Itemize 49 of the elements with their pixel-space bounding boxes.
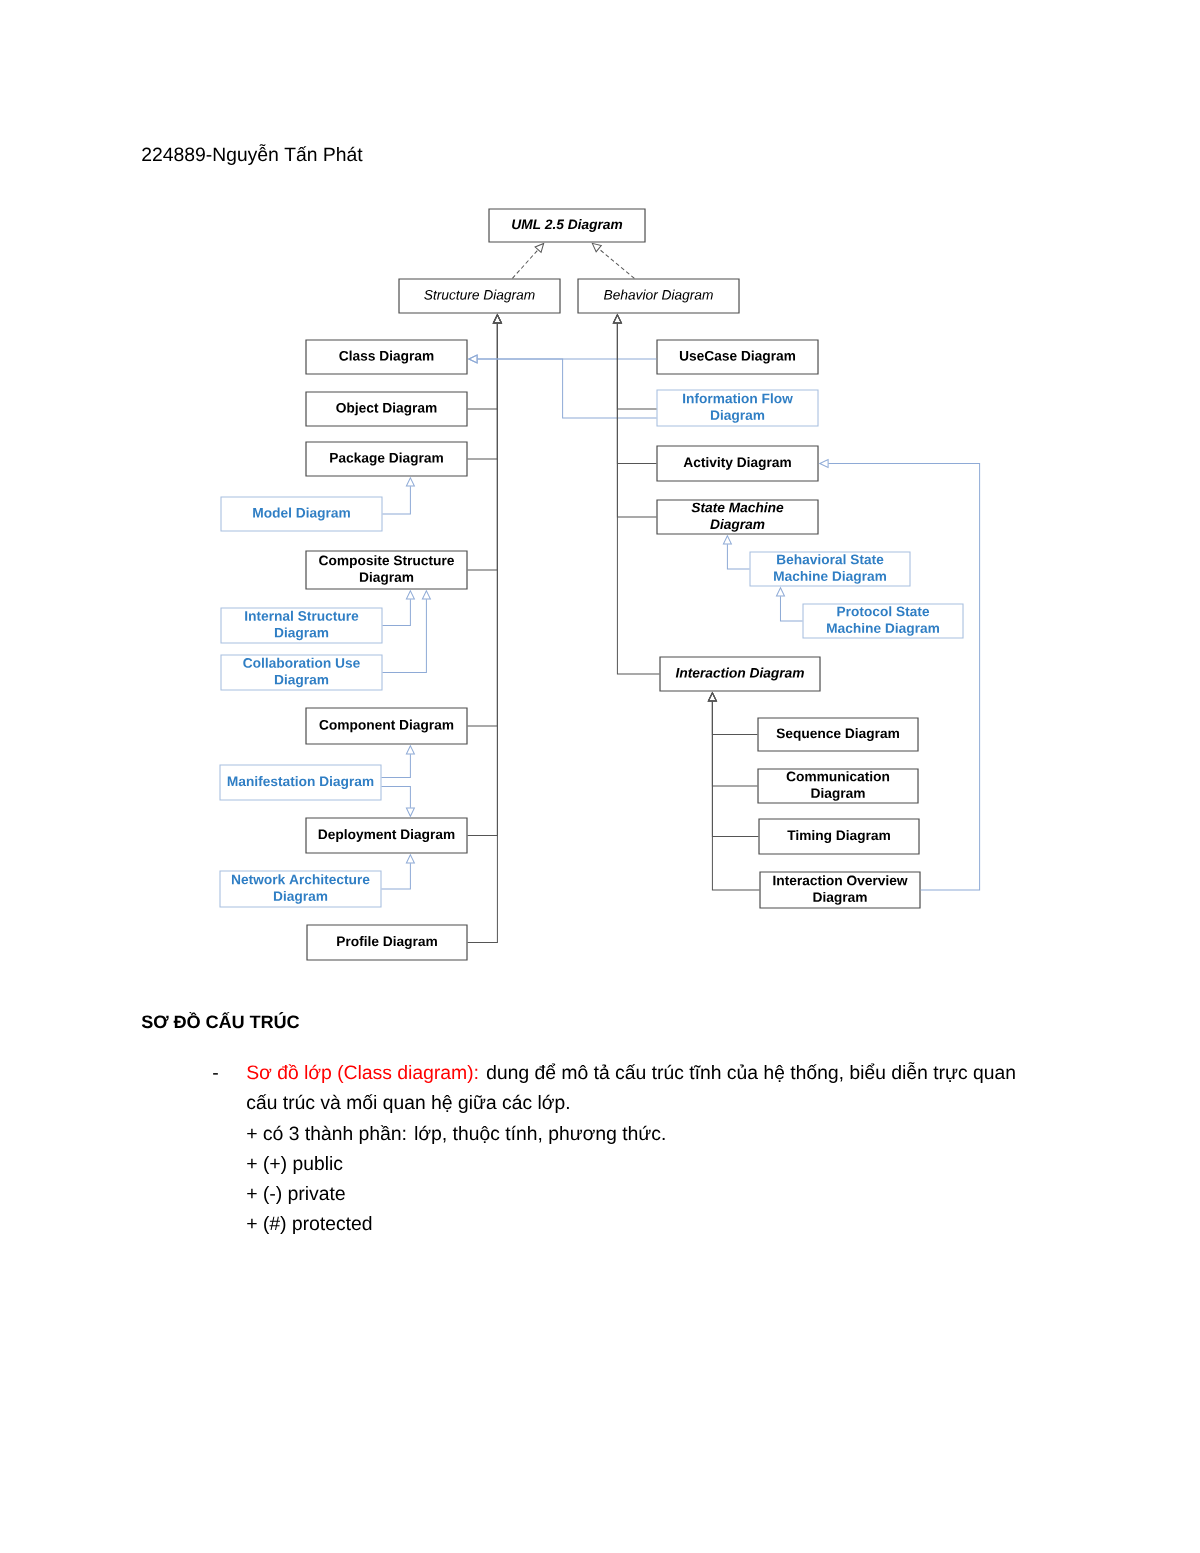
- diagram-box: State Machine Diagram: [656, 499, 819, 535]
- diagram-box: Information Flow Diagram: [656, 389, 819, 427]
- diagram-box: Structure Diagram: [398, 278, 561, 314]
- list-item: + có 3 thành phần: lớp, thuộc tính, phương thức.: [247, 1125, 665, 1145]
- diagram-box: UML 2.5 Diagram: [488, 208, 646, 243]
- list-item: + (-) private: [247, 1186, 345, 1205]
- generalization-arrow: [775, 587, 803, 622]
- diagram-box: Package Diagram: [305, 441, 468, 477]
- diagram-box: Interaction Overview Diagram: [759, 871, 921, 909]
- generalization-arrow: [591, 242, 635, 279]
- generalization-arrow: [511, 243, 545, 279]
- diagram-box: Interaction Diagram: [659, 656, 821, 692]
- diagram-box: Behavior Diagram: [577, 278, 740, 314]
- page-header: 224889-Nguyễn Tấn Phát: [142, 144, 363, 165]
- diagram-box: Protocol State Machine Diagram: [802, 603, 964, 639]
- generalization-arrow: [722, 535, 750, 570]
- list-bullet: -: [213, 1073, 218, 1075]
- diagram-box: Profile Diagram: [306, 924, 468, 961]
- generalization-arrow: [467, 314, 502, 943]
- diagram-box: Network Architecture Diagram: [219, 870, 382, 908]
- section-heading: SƠ ĐỒ CẤU TRÚC: [141, 1011, 300, 1029]
- diagram-box: Activity Diagram: [656, 445, 819, 482]
- diagram-box: Manifestation Diagram: [219, 764, 382, 801]
- generalization-arrow: [612, 314, 660, 675]
- generalization-arrow: [707, 692, 760, 891]
- diagram-box: Behavioral State Machine Diagram: [749, 551, 911, 587]
- diagram-box: Object Diagram: [305, 391, 468, 427]
- diagram-box: Class Diagram: [305, 339, 468, 375]
- generalization-arrow: [382, 590, 415, 626]
- diagram-box: Model Diagram: [220, 496, 383, 532]
- list-item: + (#) protected: [247, 1216, 372, 1235]
- diagram-box: UseCase Diagram: [656, 339, 819, 375]
- generalization-arrow: [819, 459, 981, 891]
- diagram-box: Timing Diagram: [758, 818, 920, 855]
- diagram-box: Internal Structure Diagram: [220, 607, 383, 644]
- list-item: + (+) public: [247, 1156, 343, 1175]
- diagram-box: Sequence Diagram: [757, 717, 919, 752]
- diagram-box: Collaboration Use Diagram: [220, 654, 383, 691]
- generalization-arrow: [381, 745, 415, 778]
- diagram-box: Composite Structure Diagram: [305, 550, 468, 590]
- generalization-arrow: [382, 590, 431, 673]
- definition-text: Sơ đồ lớp (Class diagram): dung để mô tả cấu trúc tĩnh của hệ thống, biểu diễn trực quan cấu trúc và mối quan hệ giữa các lớp.: [247, 1062, 1015, 1114]
- generalization-arrow: [468, 354, 657, 419]
- generalization-arrow: [381, 786, 415, 817]
- diagram-box: Deployment Diagram: [305, 817, 468, 854]
- diagram-box: Communication Diagram: [757, 768, 919, 804]
- diagram-box: Component Diagram: [305, 707, 468, 745]
- generalization-arrow: [382, 477, 415, 515]
- generalization-arrow: [381, 854, 415, 890]
